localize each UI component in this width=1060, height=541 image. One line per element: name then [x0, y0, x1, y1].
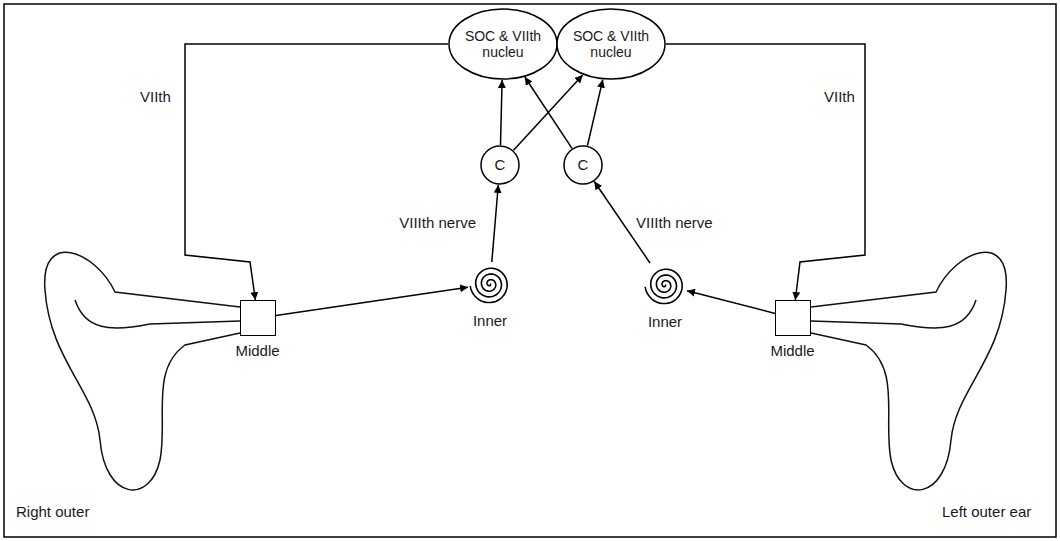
nucleus-ellipse: SOC & VIIth nucleu — [556, 8, 666, 80]
part-label: Inner — [473, 312, 507, 329]
nucleus-letter: C — [495, 156, 506, 173]
ear-canal-line — [811, 300, 976, 328]
cochlea-spiral-line — [645, 269, 682, 303]
connector-arrow — [514, 75, 583, 150]
cochlea-spiral-line — [470, 268, 507, 302]
nerve-label: VIIth — [138, 88, 173, 105]
spiral-outline — [468, 262, 512, 306]
ear-outline — [45, 252, 240, 490]
nucleus-label: SOC & VIIth nucleu — [463, 28, 543, 60]
cochlear-nucleus-circle: C — [563, 145, 603, 185]
part-label: Middle — [770, 342, 814, 359]
ear-label: Left outer ear — [940, 503, 1033, 520]
cochlea-spiral: Inner — [643, 263, 687, 307]
nucleus-label: SOC & VIIth nucleu — [571, 28, 651, 60]
ear-canal-line — [75, 300, 240, 328]
right-outer-ear — [45, 252, 240, 490]
middle-ear-box: Middle — [240, 300, 276, 336]
spiral-outline — [643, 263, 687, 307]
connector-arrow — [666, 44, 865, 300]
circle-outline — [481, 146, 519, 184]
connector-arrow — [525, 77, 572, 148]
figure-frame — [4, 4, 1056, 537]
connector-arrow — [492, 185, 499, 262]
connector-arrow — [276, 287, 468, 315]
connector-arrow — [588, 80, 603, 146]
nucleus-letter: C — [578, 156, 589, 173]
part-label: Inner — [648, 313, 682, 330]
ellipse-outline — [557, 9, 665, 79]
part-label: Middle — [235, 342, 279, 359]
connector-arrow — [501, 80, 503, 145]
circle-outline — [564, 146, 602, 184]
ear-label: Right outer — [14, 503, 91, 520]
cochlear-nucleus-circle: C — [480, 145, 520, 185]
middle-ear-box: Middle — [775, 300, 811, 336]
nucleus-ellipse: SOC & VIIth nucleu — [448, 8, 558, 80]
nerve-label: VIIIth nerve — [634, 214, 715, 231]
nerve-label: VIIIth nerve — [397, 214, 478, 231]
left-outer-ear — [811, 252, 1006, 490]
nerve-label: VIIth — [822, 88, 857, 105]
ear-outline — [811, 252, 1006, 490]
ellipse-outline — [449, 9, 557, 79]
cochlea-spiral: Inner — [468, 262, 512, 306]
connector-arrow — [185, 44, 448, 300]
connector-arrow — [687, 291, 775, 314]
